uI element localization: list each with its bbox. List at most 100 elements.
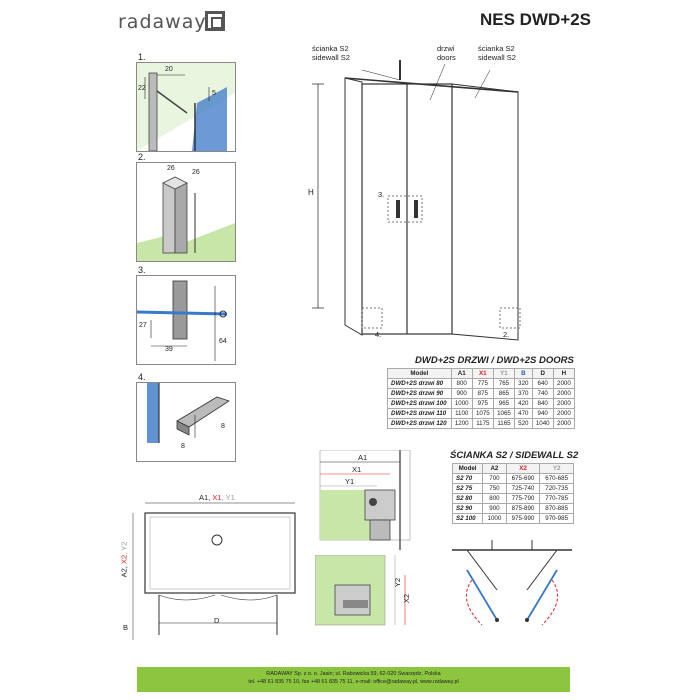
sidewall-table-header: Model A2 X2 Y2 <box>451 463 574 474</box>
cell: 875-890 <box>505 503 541 514</box>
cell: 420 <box>514 398 533 409</box>
cell: 1100 <box>450 408 473 419</box>
detail-y2-label: Y2 <box>393 577 403 588</box>
plan-a1: A1, <box>199 493 213 502</box>
cell: 2000 <box>552 388 576 399</box>
cell: DWD+2S drzwi 120 <box>387 418 452 429</box>
callout-4: 4. <box>375 330 382 339</box>
cell: 1075 <box>471 408 494 419</box>
th-b: B <box>514 368 533 379</box>
footer: RADAWAY Sp. z o. o. Jasin; ul. Rabowicka… <box>137 667 570 692</box>
label-sidewall-left: ścianka S2 sidewall S2 <box>312 44 350 62</box>
step-4-panel: 8 8 <box>136 382 236 462</box>
swing-diagram <box>452 540 572 626</box>
cell: S2 75 <box>451 483 484 494</box>
dim-22: 22 <box>138 85 146 92</box>
th-h: H <box>552 368 576 379</box>
logo-mark-icon <box>205 11 225 31</box>
plan-y1: , Y1 <box>221 493 235 502</box>
dim-h-label: H <box>308 188 314 197</box>
cell: 370 <box>514 388 533 399</box>
step-3-panel: 27 39 64 <box>136 275 236 365</box>
dim-8-b: 8 <box>221 423 225 430</box>
detail-bottom-drawing <box>315 555 406 626</box>
cell: 1165 <box>492 418 516 429</box>
cell: 700 <box>482 473 507 484</box>
th-model: Model <box>387 368 452 379</box>
callout-3: 3. <box>378 190 385 199</box>
cell: 970-985 <box>539 513 574 524</box>
cell: 320 <box>514 378 533 389</box>
detail-x2-label: X2 <box>402 593 412 604</box>
th-d: D <box>531 368 554 379</box>
dim-39: 39 <box>165 346 173 353</box>
th-x2: X2 <box>505 463 541 474</box>
th-a1: A1 <box>450 368 473 379</box>
step-2-panel: 26 26 <box>136 162 236 262</box>
cell: 840 <box>531 398 554 409</box>
cell: 800 <box>482 493 507 504</box>
doors-table-title: DWD+2S DRZWI / DWD+2S DOORS <box>415 355 574 366</box>
th-model: Model <box>451 463 484 474</box>
cell: 900 <box>482 503 507 514</box>
cell: 725-740 <box>505 483 541 494</box>
plan-y2: , Y2 <box>119 541 129 555</box>
cell: DWD+2S drzwi 110 <box>387 408 452 419</box>
label-doors: drzwi doors <box>437 44 456 62</box>
brand-logo: radaway <box>118 11 207 33</box>
cell: 1040 <box>531 418 554 429</box>
cell: 940 <box>531 408 554 419</box>
step-1-label: 1. <box>138 52 146 62</box>
step-2-label: 2. <box>138 152 146 162</box>
cell: DWD+2S drzwi 80 <box>387 378 452 389</box>
cell: 775-790 <box>505 493 541 504</box>
detail-x1-label: X1 <box>352 465 362 474</box>
plan-a2: A2, <box>119 564 129 578</box>
dim-5: 5 <box>212 90 216 97</box>
cell: 800 <box>450 378 473 389</box>
cell: 740 <box>531 388 554 399</box>
model-title: NES DWD+2S <box>480 10 591 29</box>
cell: 675-690 <box>505 473 541 484</box>
cell: S2 70 <box>451 473 484 484</box>
cell: 2000 <box>552 418 576 429</box>
cell: 640 <box>531 378 554 389</box>
th-y1: Y1 <box>492 368 516 379</box>
detail-top-drawing <box>319 450 411 550</box>
cell: 975-990 <box>505 513 541 524</box>
cell: 2000 <box>552 408 576 419</box>
cell: 875 <box>471 388 494 399</box>
cell: 900 <box>450 388 473 399</box>
cell: DWD+2S drzwi 90 <box>387 388 452 399</box>
plan-d-label: D <box>214 616 220 625</box>
step-3-label: 3. <box>138 265 146 275</box>
plan-x1: X1 <box>212 493 222 502</box>
cell: 720-735 <box>539 483 574 494</box>
callout-2: 2. <box>503 330 510 339</box>
cell: S2 90 <box>451 503 484 514</box>
cell: 1200 <box>450 418 473 429</box>
cell: 1175 <box>471 418 494 429</box>
label-sidewall-right: ścianka S2 sidewall S2 <box>478 44 516 62</box>
sidewall-table-title: ŚCIANKA S2 / SIDEWALL S2 <box>450 450 579 461</box>
plan-x2: X2 <box>119 554 129 565</box>
plan-top-label: A1, X1, Y1 <box>199 493 235 502</box>
cell: 775 <box>471 378 494 389</box>
cell: 750 <box>482 483 507 494</box>
cell: 1000 <box>450 398 473 409</box>
cell: 2000 <box>552 378 576 389</box>
footer-contact: tel. +48 61 835 75 10, fax +48 61 835 75… <box>248 679 459 685</box>
cell: 975 <box>471 398 494 409</box>
cell: S2 80 <box>451 493 484 504</box>
step-4-label: 4. <box>138 372 146 382</box>
plan-drawing <box>132 502 296 640</box>
main-enclosure-drawing <box>312 60 521 341</box>
th-y2: Y2 <box>539 463 574 474</box>
